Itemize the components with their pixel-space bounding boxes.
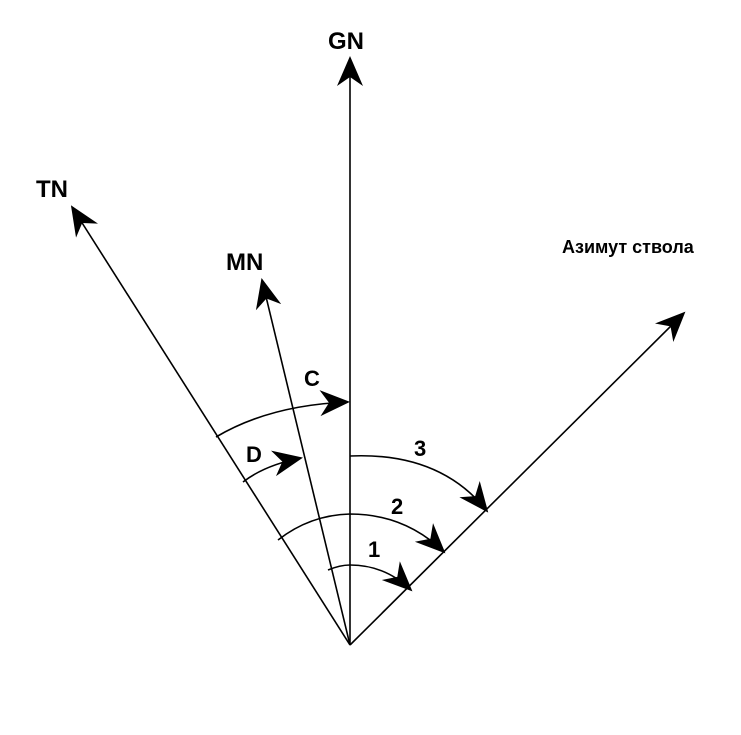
angle-d-arc (242, 450, 303, 483)
angle-c-arc (215, 390, 350, 438)
angle-c-label: C (304, 366, 320, 391)
angle-3-label: 3 (414, 436, 426, 461)
angle-d-label: D (246, 442, 262, 467)
azimuth-label: Азимут ствола (562, 237, 695, 257)
angle-1-label: 1 (368, 537, 380, 562)
wellbore-azimuth-ray (349, 311, 686, 646)
tn-label: TN (36, 176, 68, 203)
angle-1-arc (327, 561, 413, 592)
mn-ray (255, 278, 351, 646)
mn-label: MN (226, 249, 263, 276)
gn-label: GN (328, 28, 364, 55)
tn-ray (70, 205, 351, 646)
angle-2-arc (277, 513, 446, 554)
angle-2-label: 2 (391, 494, 403, 519)
angle-3-arc (349, 454, 489, 513)
